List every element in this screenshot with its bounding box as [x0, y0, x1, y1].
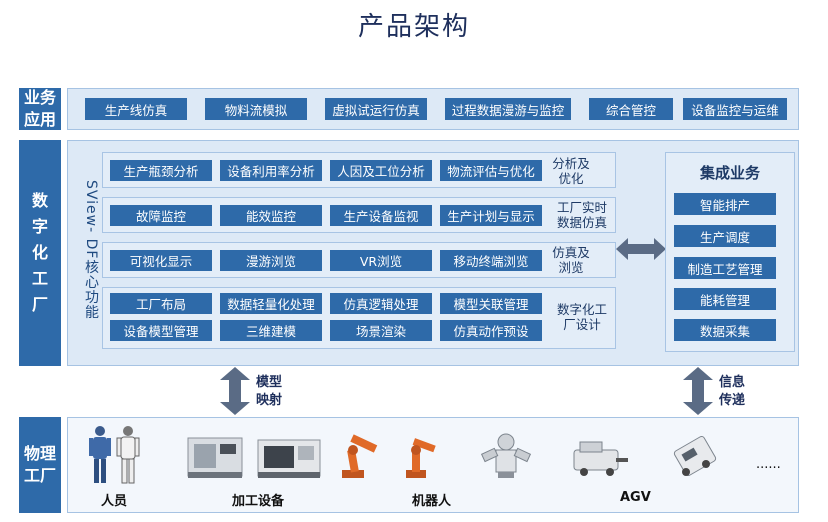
biz-app-1: 生产线仿真 [85, 98, 187, 120]
group3-cell-3: VR浏览 [330, 250, 432, 271]
double-arrow-icon [616, 238, 666, 260]
machine-tool-icon [257, 439, 321, 478]
group4-cell-1: 工厂布局 [110, 293, 212, 314]
group4-label: 数字化工厂设计 [556, 302, 607, 332]
physical-label-machining: 加工设备 [232, 494, 285, 509]
biz-app-5: 综合管控 [589, 98, 673, 120]
layer-digital-text: 数字化工厂 [31, 191, 48, 314]
layer-label-physical: 物理工厂 [19, 417, 61, 513]
group1-cell-1: 生产瓶颈分析 [110, 160, 212, 181]
page-title: 产品架构 [357, 12, 470, 42]
ellipsis-more: ...... [756, 457, 781, 472]
physical-label-people: 人员 [101, 494, 128, 509]
df-core-label: SView- DF核心功能 [83, 180, 99, 320]
arrow-label-info-transfer: 信息传递 [719, 375, 746, 408]
business-panel [67, 88, 799, 130]
agv-icon [673, 435, 717, 477]
integration-item-4: 能耗管理 [674, 288, 776, 310]
physical-label-robots: 机器人 [412, 494, 452, 509]
layer-business-text: 业务应用 [23, 88, 56, 129]
group2-cell-3: 生产设备监视 [330, 205, 432, 226]
group1-cell-4: 物流评估与优化 [440, 160, 542, 181]
integration-item-2: 生产调度 [674, 225, 776, 247]
group4-cell-4: 模型关联管理 [440, 293, 542, 314]
group2-cell-4: 生产计划与显示 [440, 205, 542, 226]
integration-item-5: 数据采集 [674, 319, 776, 341]
arrow-label-model-mapping: 模型映射 [256, 375, 283, 408]
layer-label-business: 业务应用 [19, 88, 61, 130]
group2-cell-2: 能效监控 [220, 205, 322, 226]
robot-arm-icon [342, 434, 378, 478]
group4-cell-5: 设备模型管理 [110, 320, 212, 341]
group4-cell-7: 场景渲染 [330, 320, 432, 341]
group3-cell-1: 可视化显示 [110, 250, 212, 271]
biz-app-2: 物料流模拟 [205, 98, 307, 120]
agv-icon [573, 441, 628, 476]
group1-cell-3: 人因及工位分析 [330, 160, 432, 181]
biz-app-6: 设备监控与运维 [683, 98, 787, 120]
layer-physical-text: 物理工厂 [23, 444, 56, 485]
machine-tool-icon [187, 437, 243, 478]
group3-label: 仿真及浏览 [552, 245, 590, 275]
group2-cell-1: 故障监控 [110, 205, 212, 226]
integration-title: 集成业务 [699, 164, 760, 182]
worker-icon [116, 426, 140, 484]
group4-cell-2: 数据轻量化处理 [220, 293, 322, 314]
vertical-arrow-right-icon [683, 367, 713, 415]
physical-label-agv: AGV [620, 490, 651, 505]
robot-arm-icon [406, 438, 436, 478]
integration-item-1: 智能排产 [674, 193, 776, 215]
worker-icon [89, 426, 111, 483]
group3-cell-2: 漫游浏览 [220, 250, 322, 271]
group1-label: 分析及优化 [552, 156, 590, 186]
group2-label: 工厂实时数据仿真 [556, 200, 607, 230]
group4-cell-3: 仿真逻辑处理 [330, 293, 432, 314]
integration-panel [665, 152, 795, 352]
group4-cell-8: 仿真动作预设 [440, 320, 542, 341]
vertical-arrow-left-icon [220, 367, 250, 415]
group3-cell-4: 移动终端浏览 [440, 250, 542, 271]
integration-item-3: 制造工艺管理 [674, 257, 776, 279]
biz-app-4: 过程数据漫游与监控 [445, 98, 571, 120]
group1-cell-2: 设备利用率分析 [220, 160, 322, 181]
group4-cell-6: 三维建模 [220, 320, 322, 341]
robot-dual-arm-icon [480, 433, 532, 478]
biz-app-3: 虚拟试运行仿真 [325, 98, 427, 120]
layer-label-digital: 数字化工厂 [19, 140, 61, 366]
